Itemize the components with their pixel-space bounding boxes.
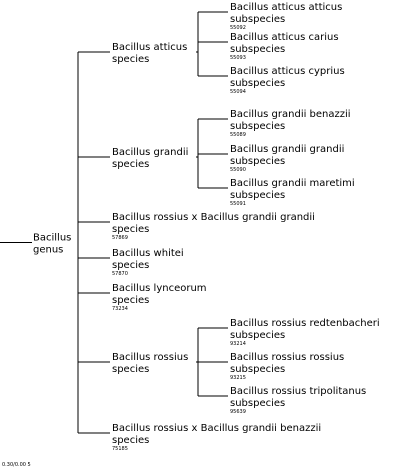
species-6-id: 75185 (112, 446, 128, 452)
scale-label: 0.30/0.00 5 (2, 462, 31, 468)
subspecies-5-0-rank: subspecies (230, 330, 285, 341)
subspecies-0-2-rank: subspecies (230, 78, 285, 89)
species-1-rank: species (112, 159, 149, 170)
species-2-name: Bacillus rossius x Bacillus grandii gran… (112, 212, 315, 223)
subspecies-5-0-id: 93214 (230, 341, 246, 347)
subspecies-1-2-name: Bacillus grandii maretimi (230, 178, 355, 189)
species-2-rank: species (112, 224, 149, 235)
species-5-name: Bacillus rossius (112, 352, 188, 363)
subspecies-1-1-id: 55090 (230, 167, 246, 173)
subspecies-1-0-rank: subspecies (230, 121, 285, 132)
subspecies-1-2-id: 55091 (230, 201, 246, 207)
subspecies-0-0-id: 55092 (230, 25, 246, 31)
subspecies-5-1-rank: subspecies (230, 364, 285, 375)
species-0-name: Bacillus atticus (112, 42, 187, 53)
species-2-id: 57869 (112, 235, 128, 241)
root-name: Bacillus (33, 233, 71, 244)
species-4-id: 73234 (112, 306, 128, 312)
subspecies-5-1-id: 93215 (230, 375, 246, 381)
species-4-name: Bacillus lynceorum (112, 283, 207, 294)
subspecies-5-2-id: 95639 (230, 409, 246, 415)
species-3-name: Bacillus whitei (112, 248, 184, 259)
subspecies-1-1-name: Bacillus grandii grandii (230, 144, 344, 155)
subspecies-1-0-name: Bacillus grandii benazzii (230, 109, 351, 120)
subspecies-1-0-id: 55089 (230, 132, 246, 138)
species-6-name: Bacillus rossius x Bacillus grandii bena… (112, 423, 321, 434)
subspecies-0-0-rank: subspecies (230, 14, 285, 25)
subspecies-1-2-rank: subspecies (230, 190, 285, 201)
subspecies-0-1-rank: subspecies (230, 44, 285, 55)
species-5-rank: species (112, 364, 149, 375)
subspecies-1-1-rank: subspecies (230, 156, 285, 167)
subspecies-5-2-name: Bacillus rossius tripolitanus (230, 386, 366, 397)
subspecies-5-1-name: Bacillus rossius rossius (230, 352, 344, 363)
subspecies-5-0-name: Bacillus rossius redtenbacheri (230, 318, 380, 329)
species-3-rank: species (112, 260, 149, 271)
subspecies-0-2-name: Bacillus atticus cyprius (230, 66, 345, 77)
subspecies-5-2-rank: subspecies (230, 398, 285, 409)
subspecies-0-1-name: Bacillus atticus carius (230, 32, 339, 43)
species-1-name: Bacillus grandii (112, 147, 188, 158)
subspecies-0-1-id: 55093 (230, 55, 246, 61)
species-4-rank: species (112, 295, 149, 306)
subspecies-0-2-id: 55094 (230, 89, 246, 95)
subspecies-0-0-name: Bacillus atticus atticus (230, 2, 342, 13)
species-0-rank: species (112, 54, 149, 65)
tree-branches (0, 11, 228, 434)
root-rank: genus (33, 245, 63, 256)
species-6-rank: species (112, 435, 149, 446)
species-3-id: 57870 (112, 271, 128, 277)
